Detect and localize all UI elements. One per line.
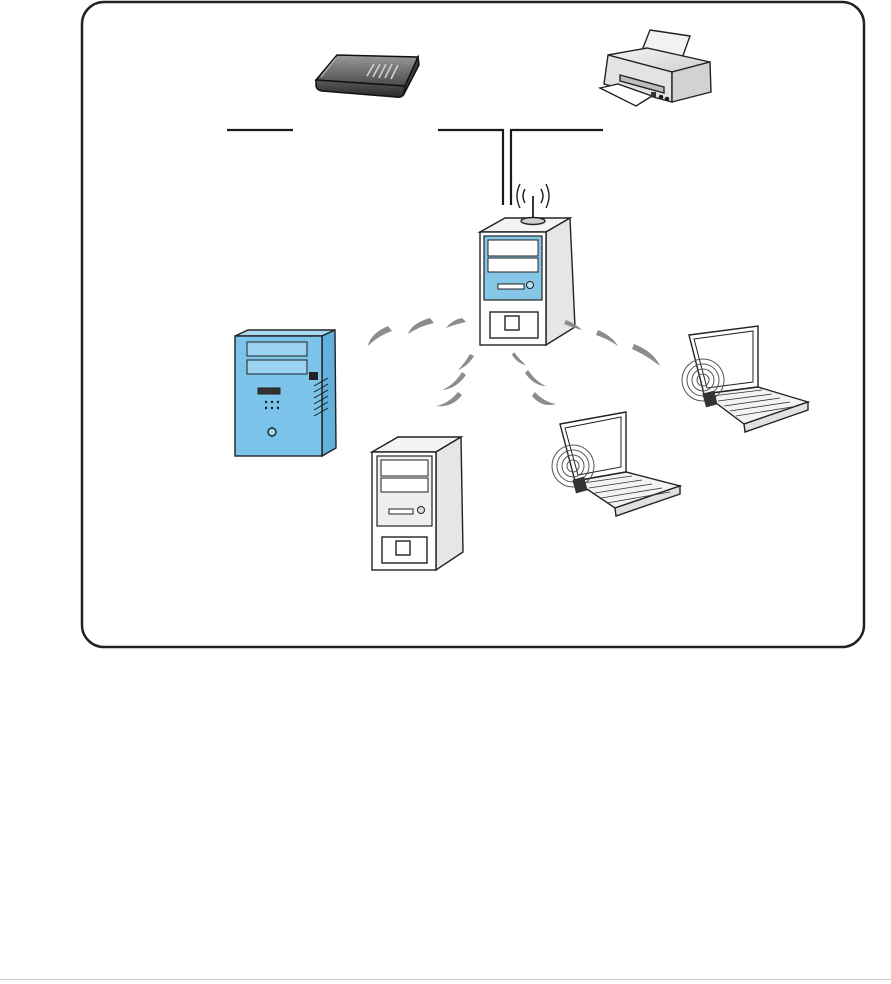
page-footer-rule bbox=[0, 979, 891, 980]
desktop-tower-icon bbox=[235, 330, 336, 456]
modem-icon bbox=[316, 55, 419, 97]
diagram-frame bbox=[82, 2, 864, 647]
desktop-tower-icon bbox=[372, 437, 463, 570]
